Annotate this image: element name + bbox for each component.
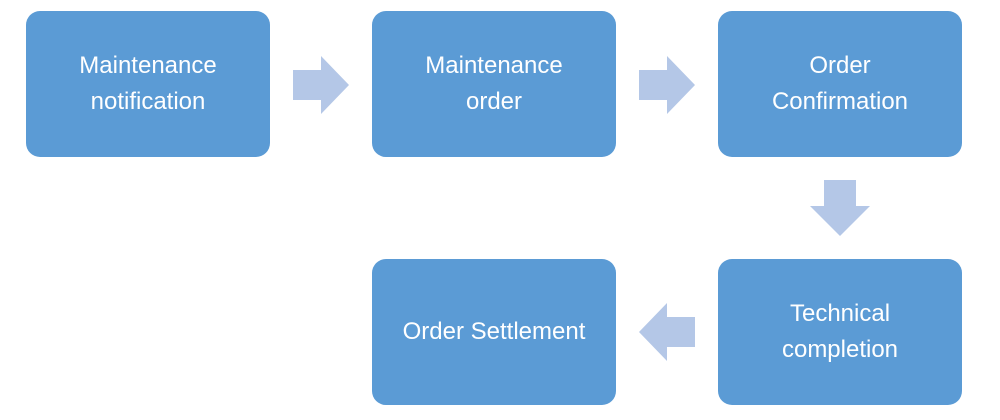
step-label: Maintenance notification — [79, 52, 217, 115]
step-order-confirmation: Order Confirmation — [718, 11, 962, 157]
arrow-right-icon — [293, 56, 349, 114]
step-label: Order Settlement — [402, 318, 586, 345]
step-maintenance-order: Maintenance order — [372, 11, 616, 157]
step-label: Technical completion — [781, 300, 899, 363]
step-technical-completion: Technical completion — [718, 259, 962, 405]
step-order-settlement: Order Settlement — [372, 259, 616, 405]
step-label: Maintenance order — [425, 52, 563, 115]
arrow-down-icon — [810, 180, 870, 236]
step-label: Order Confirmation — [771, 52, 909, 115]
arrow-right-icon — [639, 56, 695, 114]
arrow-left-icon — [639, 303, 695, 361]
step-maintenance-notification: Maintenance notification — [26, 11, 270, 157]
